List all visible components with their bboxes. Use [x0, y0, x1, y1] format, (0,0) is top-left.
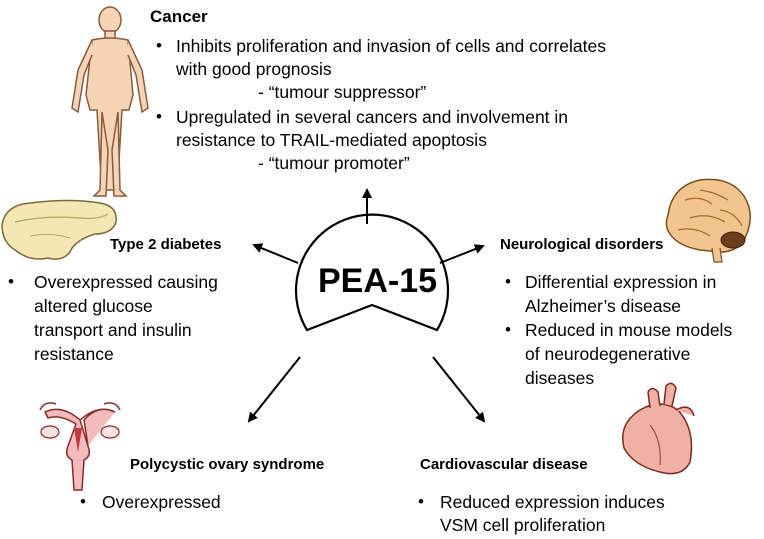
cancer-bullet-1-tag: - “tumour suppressor” [258, 82, 427, 102]
cardio-heading: Cardiovascular disease [420, 456, 588, 473]
neuro-heading: Neurological disorders [500, 236, 664, 253]
arrow-to-pcos [247, 356, 301, 423]
cancer-bullet-1-line-1: Inhibits proliferation and invasion of c… [176, 36, 606, 56]
cardio-line-1: Reduced expression induces [440, 492, 665, 512]
neuro-bullet-2-line-3: diseases [525, 368, 595, 388]
uterus-icon [39, 402, 121, 491]
neuro-bullet-2-line-2: of neurodegenerative [525, 344, 691, 364]
bullet-dot: • [8, 272, 14, 291]
diabetes-line-3: transport and insulin [34, 320, 192, 340]
bullet-dot: • [505, 272, 511, 291]
bullet-dot: • [80, 492, 86, 511]
bullet-dot: • [505, 320, 511, 339]
pcos-heading: Polycystic ovary syndrome [130, 456, 325, 473]
pea15-shape [294, 213, 450, 332]
cardio-line-2: VSM cell proliferation [440, 515, 606, 535]
arrow-to-cardio [432, 356, 486, 423]
arrow-to-diabetes [252, 243, 299, 264]
center-label: PEA-15 [318, 262, 438, 300]
heart-icon [622, 382, 695, 475]
pancreas-icon [1, 199, 117, 260]
human-body-icon [71, 6, 149, 197]
neuro-bullet-1-line-2: Alzheimer’s disease [525, 296, 681, 316]
cancer-bullet-2-line-1: Upregulated in several cancers and invol… [176, 107, 569, 127]
neuro-bullet-2-line-1: Reduced in mouse models [525, 320, 733, 340]
pcos-line-1: Overexpressed [102, 492, 221, 512]
cancer-bullet-2-tag: - “tumour promoter” [258, 153, 410, 173]
neuro-bullet-1-line-1: Differential expression in [525, 272, 717, 292]
diabetes-heading: Type 2 diabetes [110, 236, 222, 253]
cancer-bullet-1-line-2: with good prognosis [176, 59, 332, 79]
cancer-bullet-2-line-2: resistance to TRAIL-mediated apoptosis [176, 130, 487, 150]
bullet-dot: • [156, 107, 162, 126]
diabetes-line-2: altered glucose [34, 296, 153, 316]
diabetes-line-1: Overexpressed causing [34, 272, 218, 292]
bullet-dot: • [156, 36, 162, 55]
diabetes-line-4: resistance [34, 344, 114, 364]
bullet-dot: • [418, 492, 424, 511]
arrow-to-neuro [439, 244, 485, 264]
brain-icon [665, 178, 751, 263]
cancer-heading: Cancer [150, 7, 208, 26]
